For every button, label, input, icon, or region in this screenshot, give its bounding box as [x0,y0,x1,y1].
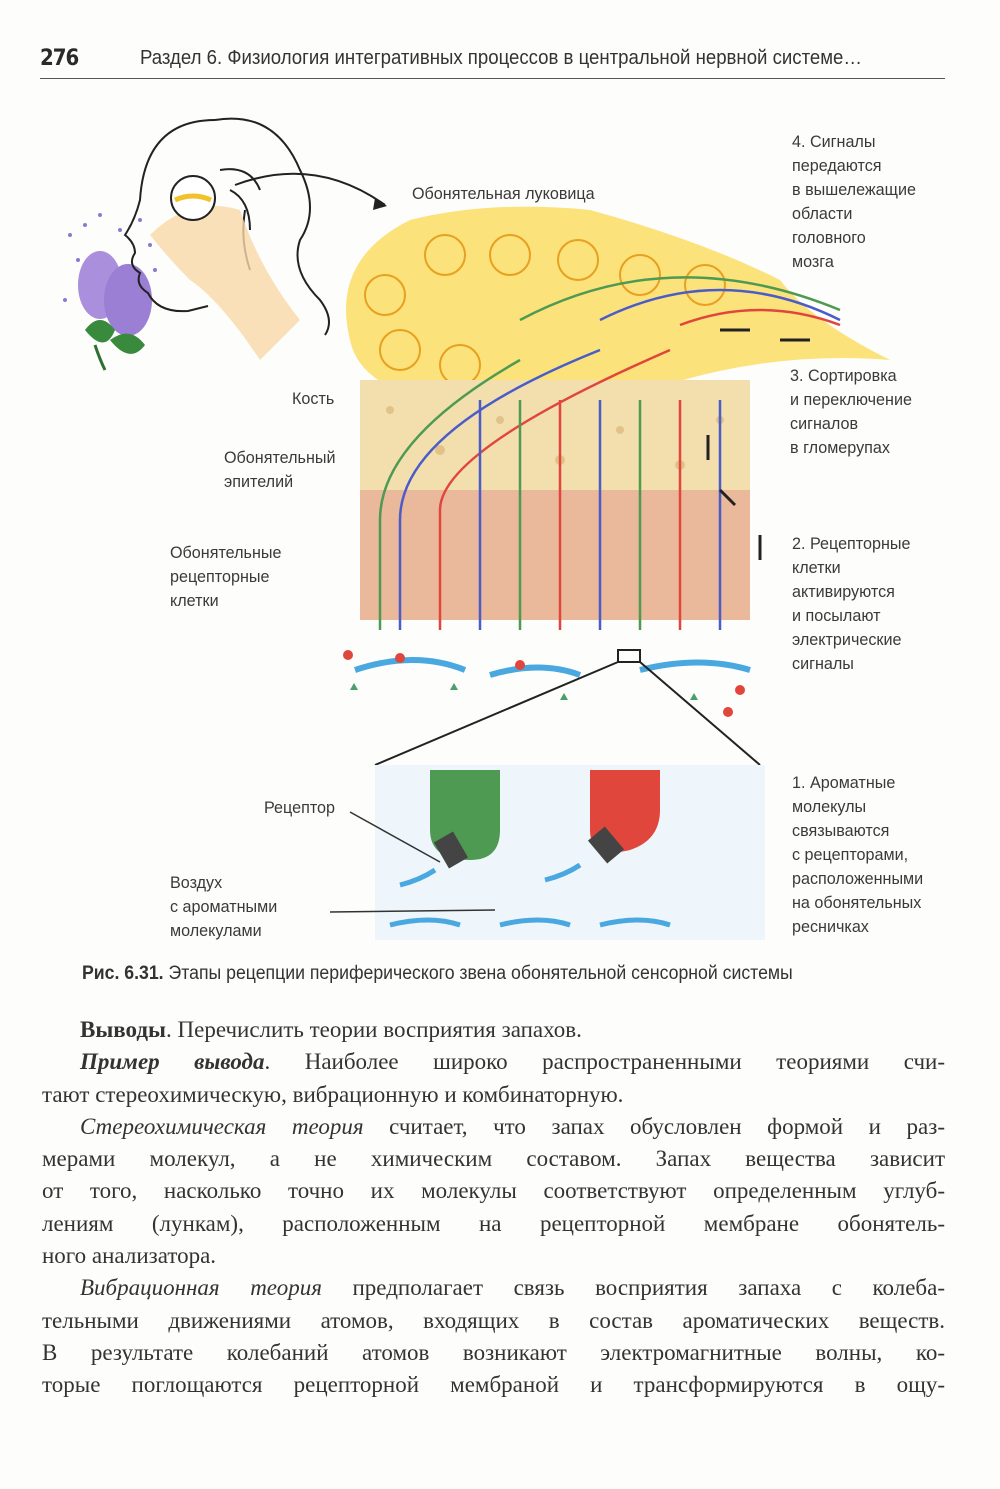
paragraph-conclusions: Выводы. Перечислить теории восприятия за… [42,1014,945,1046]
label-epithelium: Обонятельный эпителий [224,448,336,491]
text-line: . Перечислить теории восприятия запахов. [166,1017,582,1042]
lead-stereochemical: Стереохимическая теория [80,1113,364,1139]
text-line: предполагает связь восприятия запаха с к… [321,1275,945,1301]
figure-olfactory-reception: Обонятельная луковица 4. Сигналы передаю… [0,90,1000,950]
paragraph-stereochemical: Стереохимическая теория считает, что зап… [42,1111,945,1143]
text-line: В результате колебаний атомов возникают … [42,1339,945,1365]
bone-layer [360,380,750,490]
label-receptor-cells: Обонятельные рецепторные клетки [170,543,282,610]
text-line: от того, насколько точно их молекулы соо… [42,1178,945,1204]
signal-arrows [706,328,810,560]
label-olfactory-bulb: Обонятельная луковица [412,184,595,203]
label-receptor: Рецептор [264,798,336,817]
receptor-cells [378,276,841,630]
running-title: Раздел 6. Физиология интегративных проце… [140,47,862,69]
text-line: торые поглощаются рецепторной мембраной … [42,1372,945,1398]
figure-caption: Рис. 6.31. Этапы рецепции периферическог… [82,963,793,985]
caption-number: Рис. 6.31. [82,963,164,984]
epithelium-layer [360,490,750,620]
olfactory-bulb [346,206,890,405]
lead-conclusions: Выводы [80,1017,166,1042]
pointer-arrow [234,172,386,206]
header-divider [40,78,945,79]
air-molecules [343,650,751,717]
text-line: тельными движениями атомов, входящих в с… [42,1307,945,1333]
body-text: Выводы. Перечислить теории восприятия за… [42,1014,945,1402]
label-step-1: 1. Ароматные молекулы связываются с реце… [792,773,924,936]
page-number: 276 [40,46,79,71]
label-step-2: 2. Рецепторные клетки активируются и пос… [792,534,911,673]
text-line: считает, что запах обусловлен формой и р… [363,1113,945,1139]
text-line: мерами молекул, а не химическим составом… [42,1146,945,1172]
text-line: тают стереохимическую, вибрационную и ко… [42,1081,624,1107]
text-line: ного анализатора. [42,1243,217,1269]
text-line: лениям (лункам), расположенным на рецепт… [42,1210,945,1236]
caption-text: Этапы рецепции периферического звена обо… [163,963,793,984]
paragraph-example: Пример вывода. Наиболее широко распростр… [42,1046,945,1078]
lead-example: Пример вывода [80,1049,265,1075]
paragraph-vibrational: Вибрационная теория предполагает связь в… [42,1272,945,1304]
label-step-4: 4. Сигналы передаются в вышележащие обла… [792,132,916,271]
zoom-lines [374,661,761,766]
olfaction-illustration [63,117,890,940]
text-line: . Наиболее широко распространенными теор… [264,1049,945,1075]
lilac-flower-icon [63,213,157,371]
label-air: Воздух с ароматными молекулами [170,873,278,940]
label-step-3: 3. Сортировка и переключение сигналов в … [790,366,912,457]
label-bone: Кость [292,389,335,408]
lead-vibrational: Вибрационная теория [80,1275,322,1301]
